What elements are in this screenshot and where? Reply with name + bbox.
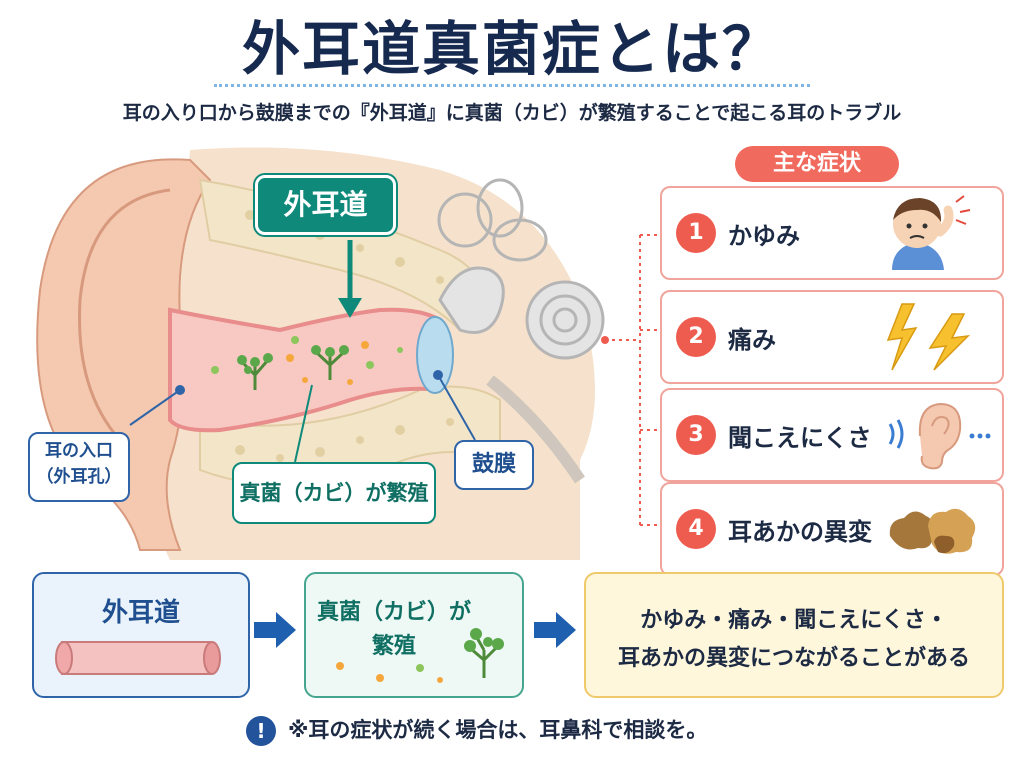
symptom-number: 3 (676, 415, 716, 455)
symptom-card-2: 2 痛み (660, 290, 1004, 384)
page-title: 外耳道真菌症とは？ (241, 15, 782, 83)
ear-icon (888, 402, 991, 470)
flow-arrow-1 (254, 612, 296, 648)
ear-entrance-label: 耳の入口 （外耳孔） (28, 432, 130, 502)
symptom-label: 痛み (728, 326, 776, 354)
flow-step-label-line2: 耳あかの異変につながることがある (617, 646, 970, 671)
lightning-icon (886, 303, 971, 371)
ear-entrance-label-line2: （外耳孔） (36, 467, 122, 487)
flow-step-fungus: 真菌（カビ）が 繁殖 (304, 572, 524, 698)
ear-cross-section-diagram (36, 147, 660, 560)
flow-arrow-2 (534, 612, 576, 648)
inner-ear (437, 178, 605, 484)
flow-step-label-line1: かゆみ・痛み・聞こえにくさ・ (640, 608, 948, 633)
advice-note-text: ※耳の症状が続く場合は、耳鼻科で相談を。 (288, 718, 708, 742)
fungus-icon (464, 628, 504, 678)
title-divider (214, 84, 810, 87)
symptom-number: 4 (676, 509, 716, 549)
symptom-label: 耳あかの異変 (728, 518, 872, 546)
page-subtitle: 耳の入り口から鼓膜までの『外耳道』に真菌（カビ）が繁殖することで起こる耳のトラブ… (122, 102, 902, 124)
flow-step-ear-canal: 外耳道 (32, 572, 250, 698)
eardrum-label: 鼓膜 (454, 440, 534, 490)
flow-step-symptoms: かゆみ・痛み・聞こえにくさ・ 耳あかの異変につながることがある (584, 572, 1004, 698)
ear-entrance-label-line1: 耳の入口 (45, 441, 113, 461)
symptom-card-4: 4 耳あかの異変 (660, 482, 1004, 576)
symptom-label: かゆみ (728, 222, 800, 250)
symptom-number: 2 (676, 317, 716, 357)
itchy-face-icon (892, 195, 971, 270)
ear-canal-tube-icon (55, 641, 221, 675)
symptom-number: 1 (676, 213, 716, 253)
flow-step-label-line2: 繁殖 (371, 634, 416, 659)
spore-dots (336, 662, 443, 683)
flow-step-label-line1: 真菌（カビ）が (316, 600, 471, 625)
flow-step-label: 真菌（カビ）が 繁殖 (314, 596, 474, 664)
symptom-connector (605, 234, 660, 526)
flow-step-label: 外耳道 (101, 598, 180, 628)
exclamation-icon: ! (246, 716, 276, 746)
symptoms-title: 主な症状 (735, 146, 899, 182)
symptom-card-1: 1 かゆみ (660, 186, 1004, 280)
earwax-icon (889, 508, 976, 554)
fungus-growth-label: 真菌（カビ）が繁殖 (232, 462, 436, 524)
symptom-label: 聞こえにくさ (728, 424, 872, 452)
advice-note: ! ※耳の症状が続く場合は、耳鼻科で相談を。 (246, 714, 707, 746)
eardrum (416, 316, 454, 394)
symptom-card-3: 3 聞こえにくさ (660, 388, 1004, 482)
flow-step-label: かゆみ・痛み・聞こえにくさ・ 耳あかの異変につながることがある (586, 602, 1002, 678)
ear-canal-label: 外耳道 (255, 175, 396, 235)
